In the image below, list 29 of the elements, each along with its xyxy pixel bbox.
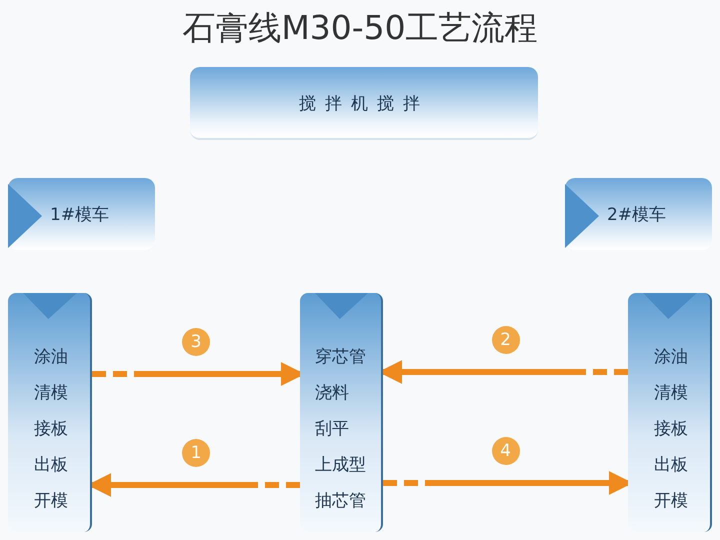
step-column — [8, 293, 92, 532]
step-column — [300, 293, 383, 532]
box-label: 搅拌机搅拌 — [298, 93, 430, 115]
step-label: 出板 — [654, 454, 688, 476]
step-number: 4 — [492, 437, 520, 465]
step-label: 出板 — [34, 454, 68, 476]
step-label: 接板 — [34, 418, 68, 440]
step-label: 接板 — [654, 418, 688, 440]
process-box — [190, 67, 538, 140]
step-label: 涂油 — [34, 346, 68, 368]
step-label: 浇料 — [315, 382, 349, 404]
step-number: 2 — [492, 326, 520, 354]
step-label: 刮平 — [315, 418, 349, 440]
step-number: 1 — [182, 439, 210, 467]
title: 石膏线M30-50工艺流程 — [181, 7, 539, 49]
step-label: 开模 — [654, 490, 688, 512]
box-label: 1#模车 — [50, 204, 110, 226]
step-label: 上成型 — [315, 454, 366, 476]
step-label: 涂油 — [654, 346, 688, 368]
step-label: 抽芯管 — [315, 490, 366, 512]
cart-box — [565, 178, 712, 250]
step-number: 3 — [182, 328, 210, 356]
step-label: 开模 — [34, 490, 68, 512]
step-label: 穿芯管 — [315, 346, 366, 368]
box-label: 2#模车 — [607, 204, 666, 226]
step-label: 清模 — [654, 382, 688, 404]
step-column — [628, 293, 712, 532]
cart-box — [8, 178, 155, 250]
step-label: 清模 — [34, 382, 68, 404]
